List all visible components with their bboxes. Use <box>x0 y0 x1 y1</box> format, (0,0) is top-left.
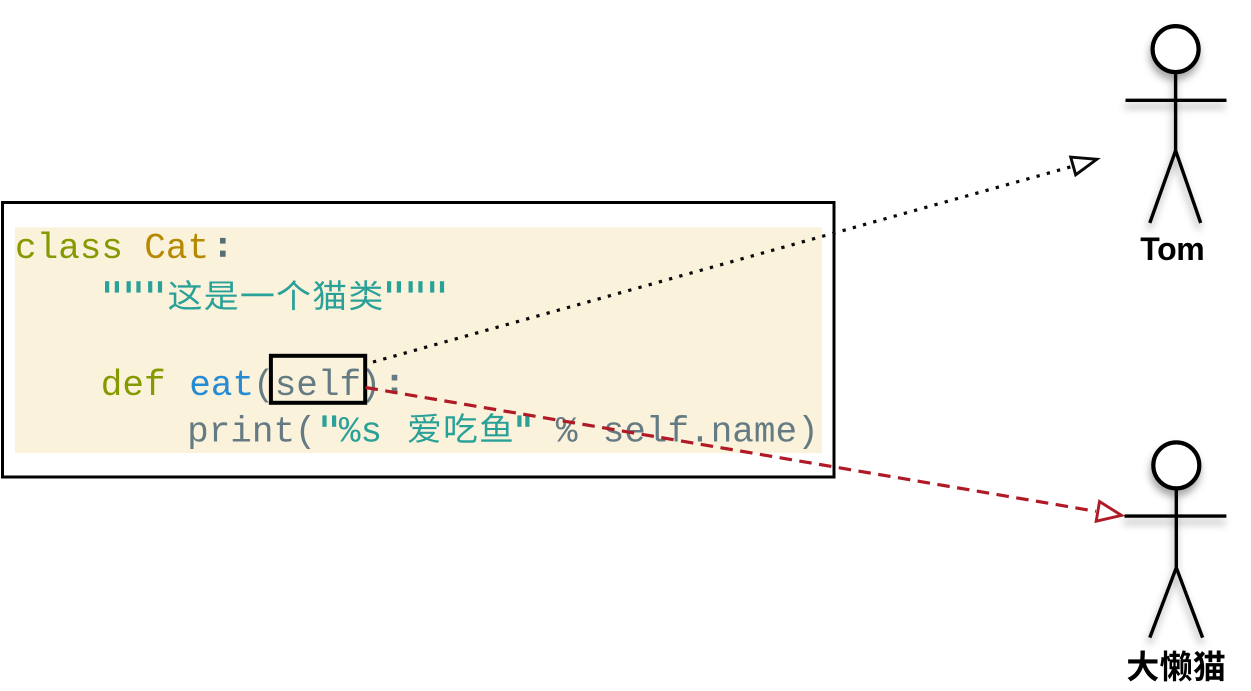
svg-text:Tom: Tom <box>1140 231 1204 267</box>
svg-text:class: class <box>15 228 123 269</box>
svg-text:(: ( <box>295 412 317 453</box>
svg-text:%: % <box>556 412 578 453</box>
svg-text:self: self <box>275 365 361 406</box>
svg-text:def: def <box>101 365 166 406</box>
svg-text:): ) <box>360 365 382 406</box>
svg-text:eat: eat <box>189 365 254 406</box>
svg-text:print: print <box>187 412 295 453</box>
svg-text:%s: %s <box>339 412 382 453</box>
svg-text:Cat: Cat <box>144 228 209 269</box>
